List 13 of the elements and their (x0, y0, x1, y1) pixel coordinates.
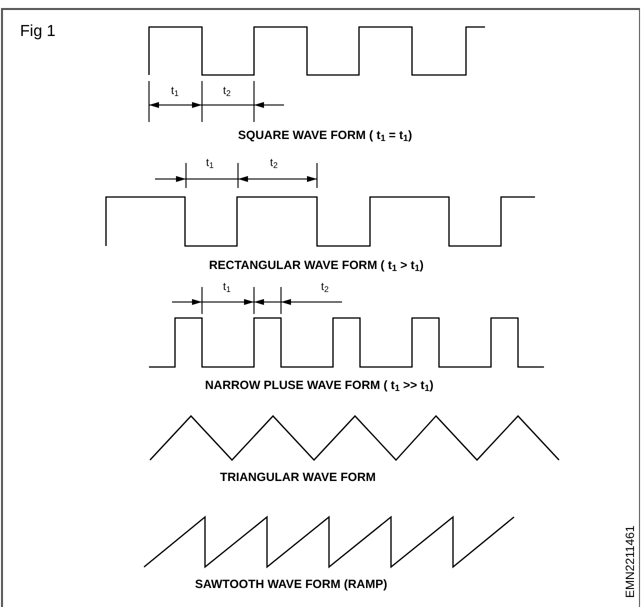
waveform-caption: RECTANGULAR WAVE FORM ( t$_{1}$ > t$_{1}$) (209, 259, 424, 271)
waveform-caption: NARROW PLUSE WAVE FORM ( t$_{1}$ >> t$_{1}$) (205, 379, 434, 391)
dimension-label: t$_{2}$ (223, 86, 231, 97)
waveform-caption: SAWTOOTH WAVE FORM (RAMP) (195, 578, 388, 590)
dimension-label: t$_{1}$ (223, 282, 231, 293)
figure-title: Fig 1 (20, 24, 56, 40)
dimension-label: t$_{1}$ (206, 158, 214, 169)
figure-code: EMN2211461 (624, 526, 636, 598)
dimension-label: t$_{2}$ (321, 282, 329, 293)
waveform-caption: TRIANGULAR WAVE FORM (220, 471, 376, 483)
waveform-caption: SQUARE WAVE FORM ( t$_{1}$ = t$_{1}$) (238, 129, 412, 141)
dimension-label: t$_{2}$ (270, 158, 278, 169)
dimension-label: t$_{1}$ (171, 86, 179, 97)
